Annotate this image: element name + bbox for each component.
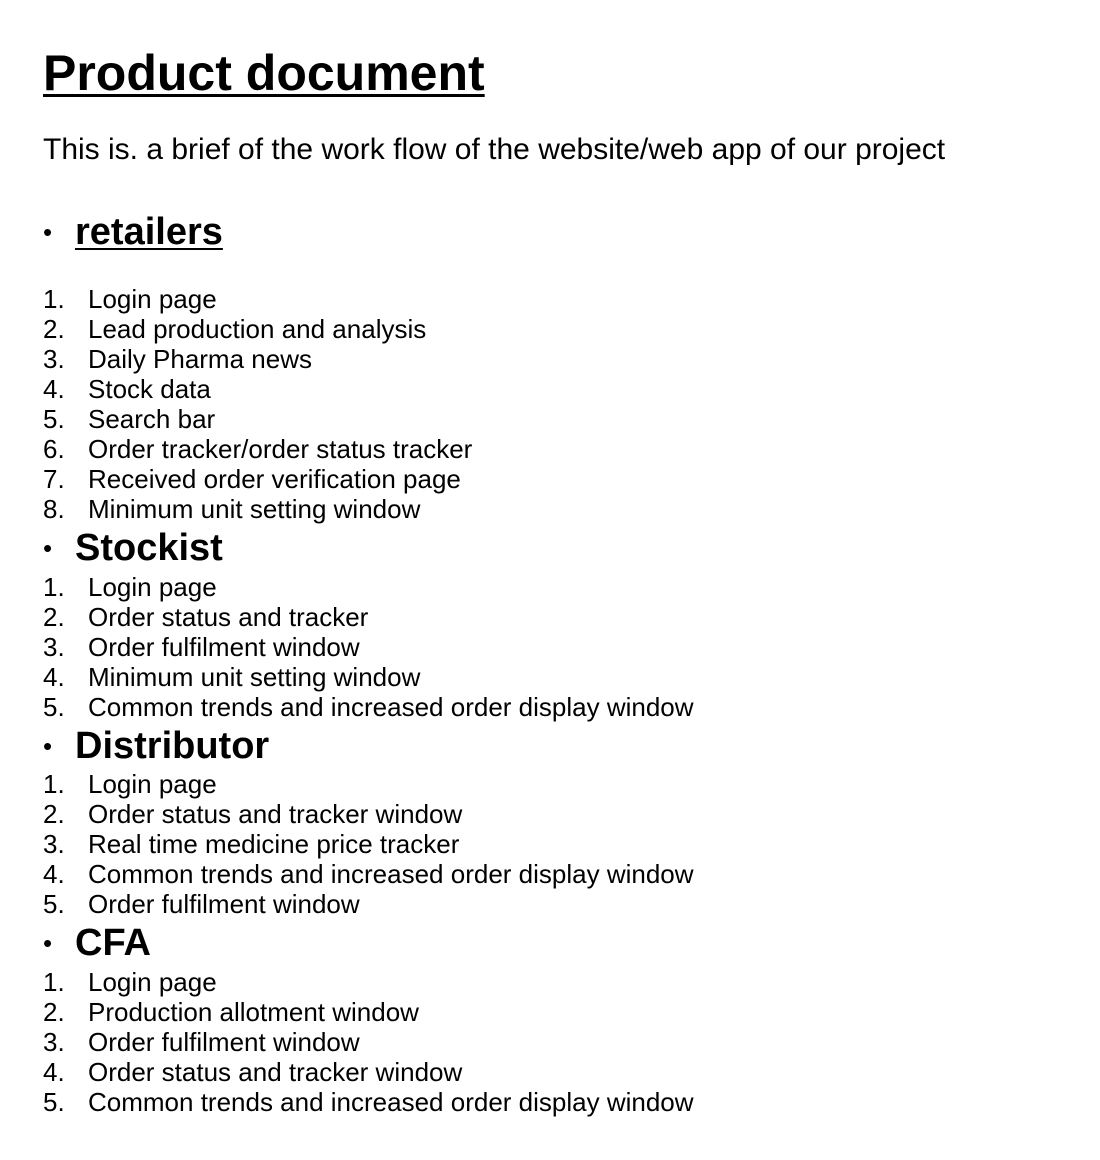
item-text: Login page <box>88 967 217 997</box>
section-heading-distributor: • Distributor <box>43 722 269 770</box>
item-text: Production allotment window <box>88 997 419 1027</box>
list-item: 8. Minimum unit setting window <box>43 494 472 524</box>
list-item: 3. Real time medicine price tracker <box>43 829 694 859</box>
item-number: 4. <box>43 662 65 692</box>
item-text: Order status and tracker <box>88 602 369 632</box>
item-number: 1. <box>43 572 65 602</box>
item-number: 3. <box>43 1027 65 1057</box>
section-heading-retailers: • retailers <box>43 208 223 256</box>
bullet-icon: • <box>43 731 53 761</box>
list-item: 4. Minimum unit setting window <box>43 662 694 692</box>
item-number: 3. <box>43 344 65 374</box>
list-item: 1. Login page <box>43 572 694 602</box>
item-number: 7. <box>43 464 65 494</box>
list-item: 5. Common trends and increased order disp… <box>43 1087 694 1117</box>
item-text: Order fulfilment window <box>88 889 360 919</box>
item-text: Order status and tracker window <box>88 799 463 829</box>
item-text: Common trends and increased order displa… <box>88 859 694 889</box>
list-item: 1. Login page <box>43 284 472 314</box>
bullet-icon: • <box>43 928 53 958</box>
item-text: Order fulfilment window <box>88 1027 360 1057</box>
item-number: 3. <box>43 632 65 662</box>
item-text: Order tracker/order status tracker <box>88 434 473 464</box>
item-number: 2. <box>43 602 65 632</box>
list-item: 5. Common trends and increased order disp… <box>43 692 694 722</box>
section-heading-stockist: • Stockist <box>43 524 223 572</box>
item-text: Lead production and analysis <box>88 314 427 344</box>
list-item: 4. Common trends and increased order disp… <box>43 859 694 889</box>
list-item: 3. Daily Pharma news <box>43 344 472 374</box>
item-number: 8. <box>43 494 65 524</box>
list-item: 7. Received order verification page <box>43 464 472 494</box>
list-item: 2. Lead production and analysis <box>43 314 472 344</box>
item-number: 6. <box>43 434 65 464</box>
section-title: CFA <box>75 922 151 964</box>
item-number: 4. <box>43 374 65 404</box>
item-number: 3. <box>43 829 65 859</box>
item-text: Received order verification page <box>88 464 461 494</box>
item-text: Order status and tracker window <box>88 1057 463 1087</box>
section-title: Stockist <box>75 527 223 569</box>
bullet-icon: • <box>43 533 53 563</box>
item-number: 5. <box>43 889 65 919</box>
list-item: 1. Login page <box>43 967 694 997</box>
cfa-list: 1. Login page 2. Production allotment wind… <box>43 967 694 1117</box>
item-number: 2. <box>43 799 65 829</box>
item-text: Real time medicine price tracker <box>88 829 460 859</box>
item-number: 1. <box>43 967 65 997</box>
list-item: 2. Order status and tracker <box>43 602 694 632</box>
item-text: Order fulfilment window <box>88 632 360 662</box>
section-heading-cfa: • CFA <box>43 919 151 967</box>
item-text: Login page <box>88 572 217 602</box>
list-item: 5. Order fulfilment window <box>43 889 694 919</box>
item-text: Minimum unit setting window <box>88 494 421 524</box>
item-text: Common trends and increased order displa… <box>88 1087 694 1117</box>
list-item: 2. Production allotment window <box>43 997 694 1027</box>
list-item: 2. Order status and tracker window <box>43 799 694 829</box>
page-title: Product document <box>43 45 485 101</box>
item-text: Stock data <box>88 374 211 404</box>
item-text: Login page <box>88 284 217 314</box>
item-number: 5. <box>43 404 65 434</box>
intro-paragraph: This is. a brief of the work flow of the… <box>43 133 946 166</box>
item-number: 1. <box>43 769 65 799</box>
item-number: 2. <box>43 314 65 344</box>
list-item: 6. Order tracker/order status tracker <box>43 434 472 464</box>
item-number: 5. <box>43 692 65 722</box>
bullet-icon: • <box>43 217 53 247</box>
list-item: 3. Order fulfilment window <box>43 1027 694 1057</box>
item-text: Minimum unit setting window <box>88 662 421 692</box>
item-text: Daily Pharma news <box>88 344 312 374</box>
list-item: 4. Order status and tracker window <box>43 1057 694 1087</box>
item-text: Login page <box>88 769 217 799</box>
list-item: 1. Login page <box>43 769 694 799</box>
item-number: 2. <box>43 997 65 1027</box>
list-item: 5. Search bar <box>43 404 472 434</box>
item-text: Common trends and increased order displa… <box>88 692 694 722</box>
item-number: 4. <box>43 1057 65 1087</box>
item-number: 5. <box>43 1087 65 1117</box>
section-title: Distributor <box>75 725 270 767</box>
retailers-list: 1. Login page 2. Lead production and analy… <box>43 284 472 524</box>
list-item: 4. Stock data <box>43 374 472 404</box>
list-item: 3. Order fulfilment window <box>43 632 694 662</box>
section-title: retailers <box>75 211 223 253</box>
stockist-list: 1.Login page 2.Order status and tracker … <box>43 572 694 722</box>
item-number: 4. <box>43 859 65 889</box>
item-number: 1. <box>43 284 65 314</box>
item-text: Search bar <box>88 404 216 434</box>
distributor-list: 1. Login page 2. Order status and tracker … <box>43 769 694 919</box>
